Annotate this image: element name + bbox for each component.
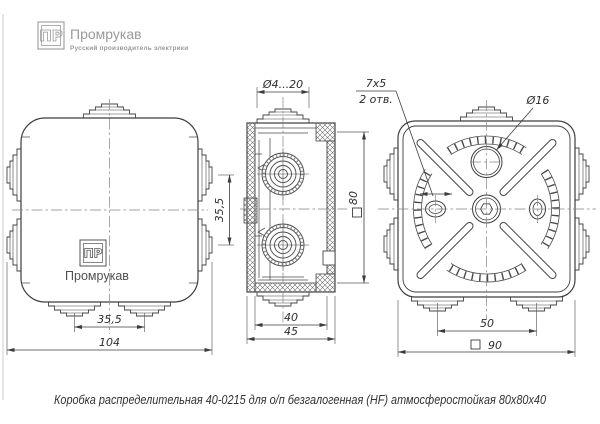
dim-knockout-spacing: 50 [480, 317, 494, 330]
label-hole-dia: Ø16 [526, 94, 550, 107]
back-view: 7х5 2 отв. Ø16 50 90 [356, 77, 596, 357]
cable-gland [197, 218, 213, 272]
dim-side-gland-spacing: 35,5 [213, 198, 226, 223]
brand-name: Промрукав [70, 26, 142, 42]
dim-outer-depth: 45 [284, 325, 298, 338]
x-rib-slots [416, 139, 557, 279]
clip [322, 250, 336, 266]
section-outline [246, 122, 336, 293]
section-view: Ø4...20 80 40 45 [240, 78, 369, 344]
label-slot-qty: 2 отв. [359, 93, 393, 106]
brand-logo-box [37, 21, 65, 50]
square-symbol [352, 207, 362, 218]
brand-logo-initials: ПР [39, 27, 63, 45]
lid-logo-initials: ПР [84, 247, 103, 261]
cable-gland [574, 217, 590, 271]
dim-inner-depth: 40 [284, 311, 298, 324]
front-view: ПР Промрукав 35,5 104 35,5 [6, 99, 234, 355]
dim-overall-width: 104 [99, 336, 120, 349]
cable-gland [6, 218, 22, 272]
square-symbol [470, 339, 481, 350]
dim-gland-range: Ø4...20 [262, 78, 303, 91]
latch-hatched [243, 197, 258, 224]
lid-logo-text: Промрукав [65, 269, 129, 283]
dim-bottom-gland-spacing: 35,5 [97, 313, 122, 326]
drawing-caption: Коробка распределительная 40-0215 для о/… [54, 393, 546, 407]
cable-gland [574, 147, 590, 201]
cable-gland [6, 148, 22, 202]
brand-header: ПР Промрукав Русский производитель элект… [37, 21, 188, 52]
lid-logo-box [79, 239, 107, 267]
label-slot-size: 7х5 [366, 77, 387, 90]
dim-body-height: 80 [347, 191, 360, 205]
cable-gland [383, 147, 399, 201]
cable-gland [197, 148, 213, 202]
brand-tagline: Русский производитель электрики [70, 44, 188, 52]
cable-gland [383, 217, 399, 271]
dim-overall-size: 90 [488, 339, 502, 352]
